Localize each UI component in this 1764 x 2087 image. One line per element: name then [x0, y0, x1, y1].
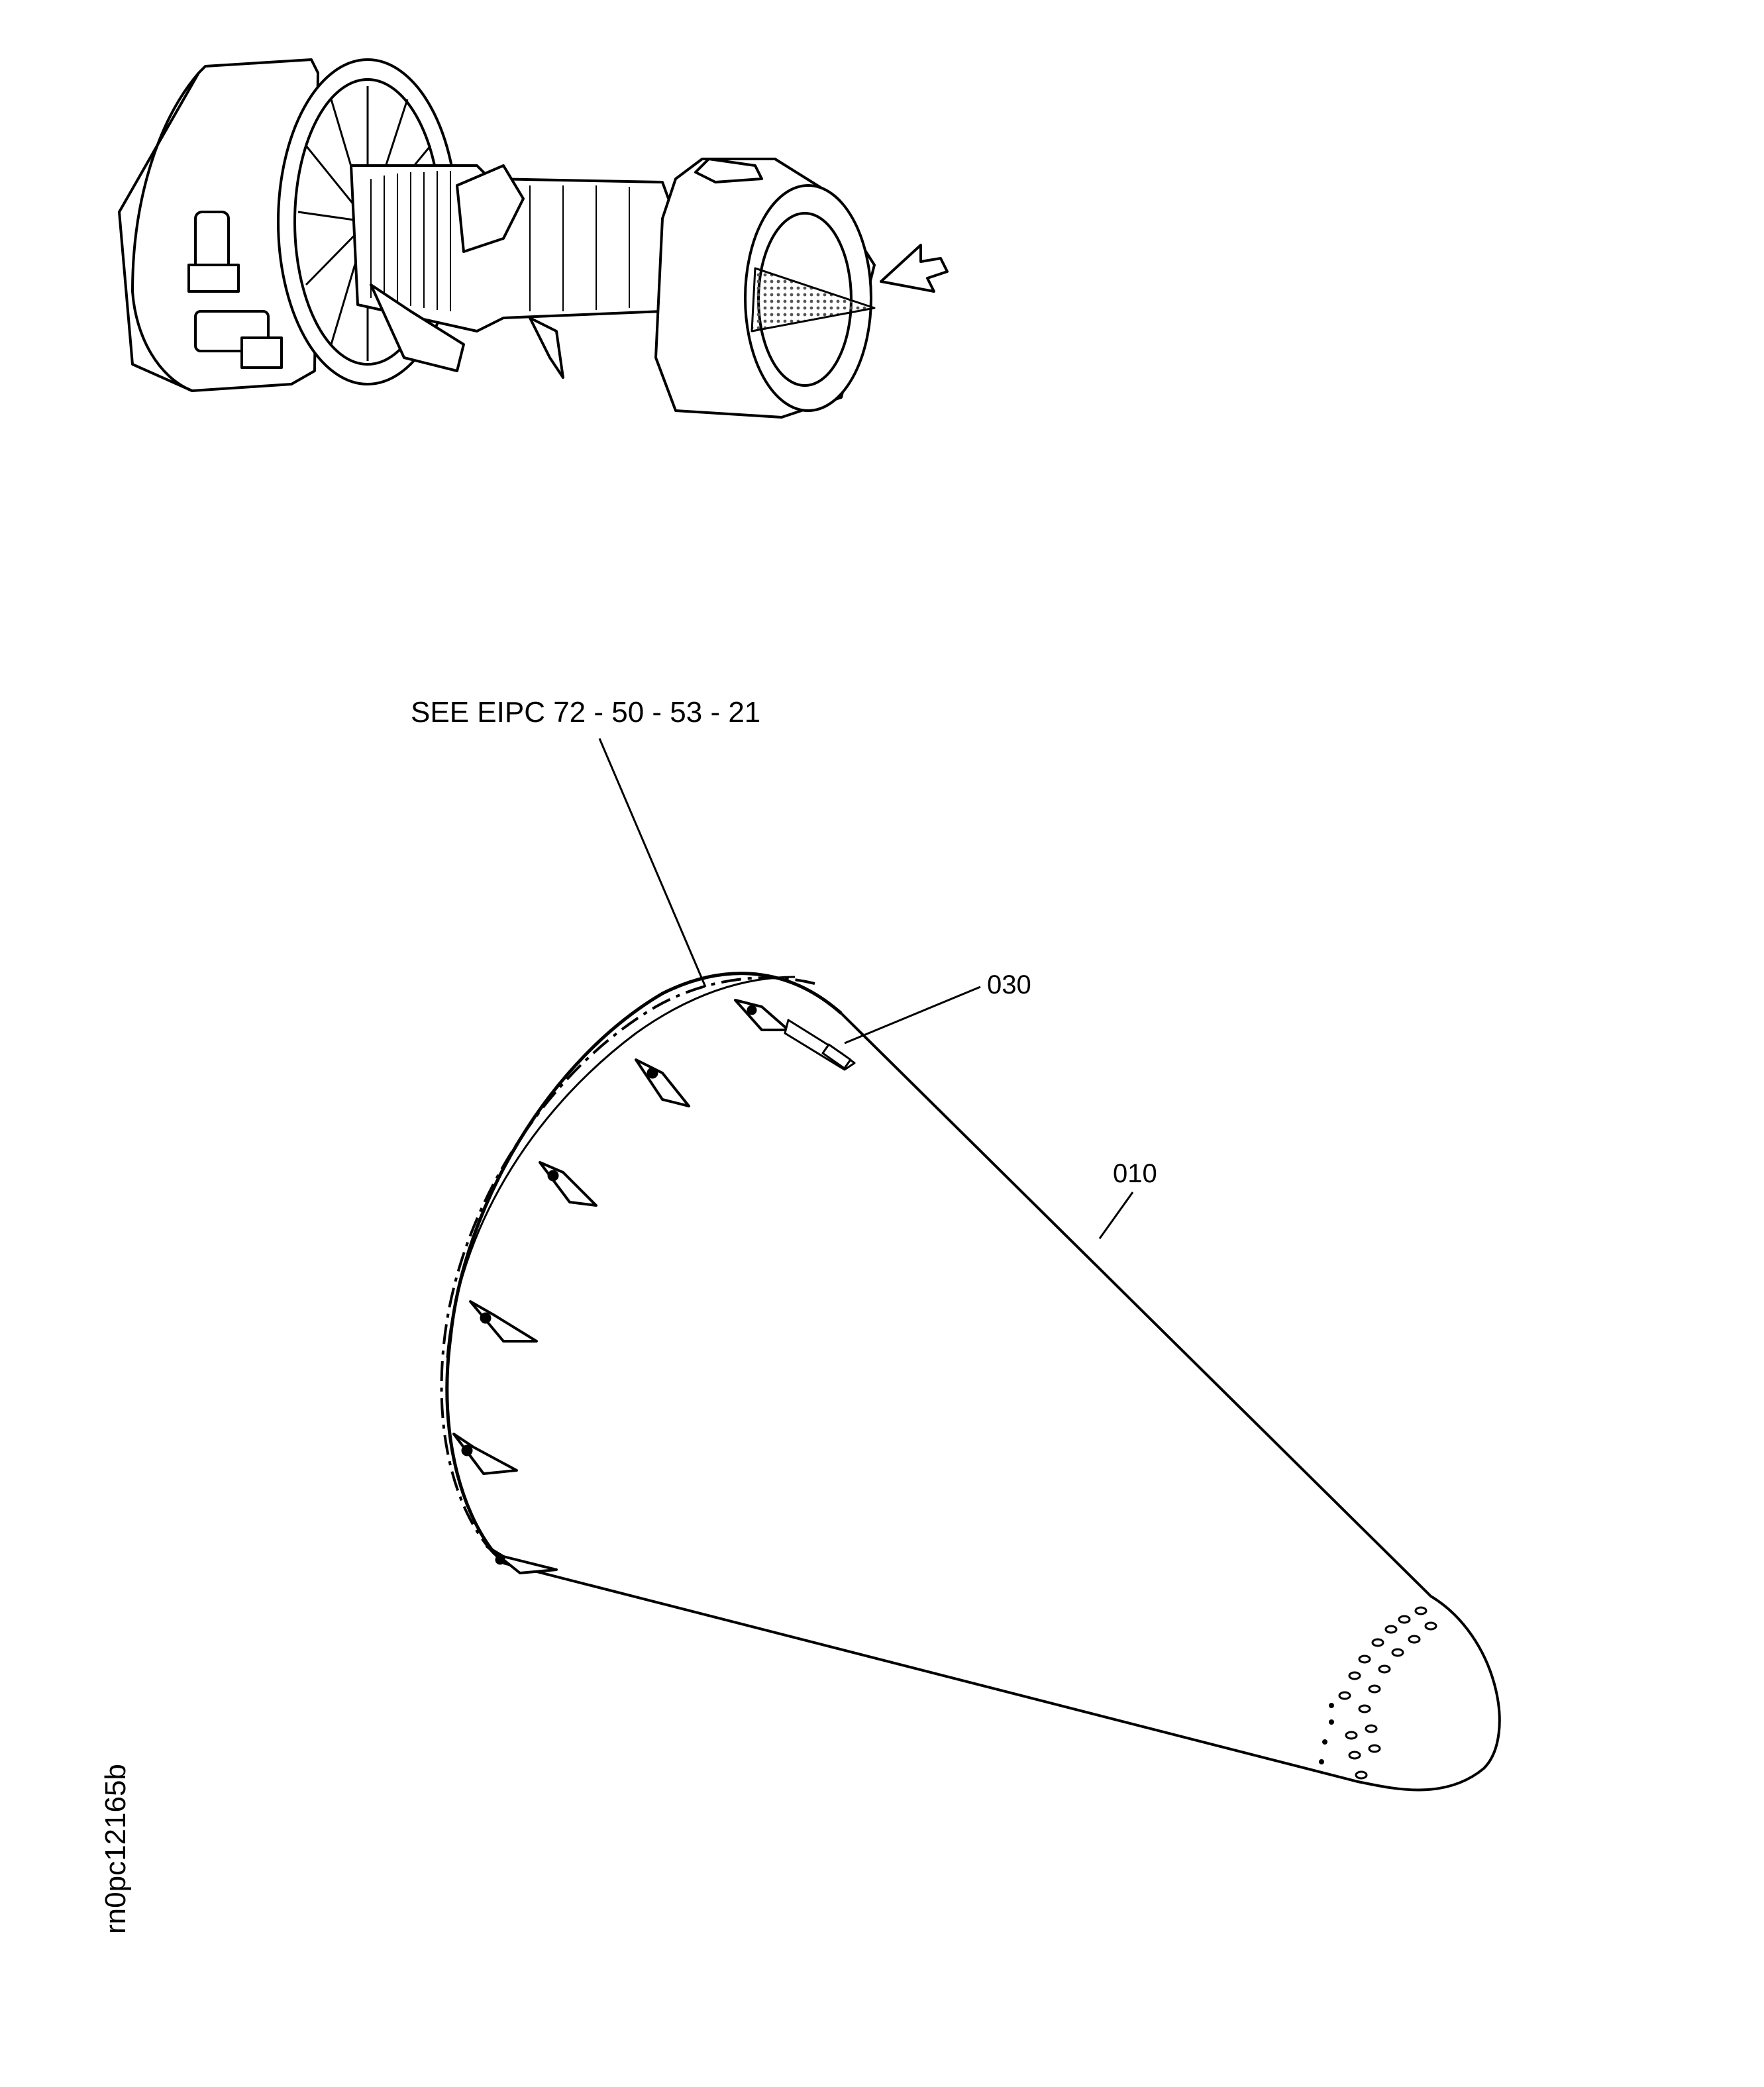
engine-locator-view — [118, 58, 949, 419]
item-030-callout: 030 — [987, 970, 1031, 999]
leader-lines — [598, 738, 1134, 1239]
item-010-callout: 010 — [1113, 1159, 1157, 1188]
reference-callout: SEE EIPC 72 - 50 - 53 - 21 — [411, 696, 760, 729]
figure-id-label: rn0pc12165b — [99, 1764, 132, 1934]
exhaust-cone — [440, 972, 1501, 1792]
